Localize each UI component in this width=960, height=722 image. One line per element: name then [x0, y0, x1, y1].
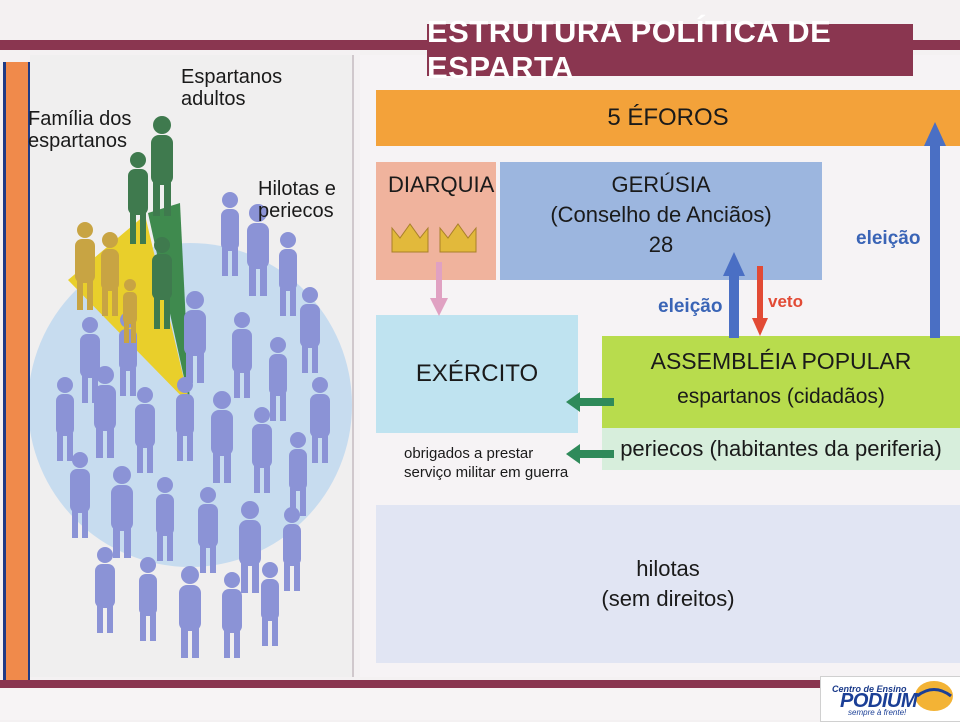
military-note-line1: obrigados a prestar	[404, 445, 534, 462]
diarquia-label: DIARQUIA	[388, 172, 495, 197]
periecos-label: periecos (habitantes da periferia)	[620, 436, 942, 461]
hilotas-sublabel: (sem direitos)	[601, 586, 735, 611]
diagram-title: ESTRUTURA POLÍTICA DE ESPARTA	[427, 14, 832, 85]
crowns-icon	[391, 223, 477, 253]
eforos-box: 5 ÉFOROS	[376, 90, 960, 146]
legend-espartanos: Espartanos adultos	[181, 66, 301, 110]
legend-espartanos-line2: adultos	[181, 88, 246, 110]
people-familia	[75, 222, 137, 343]
periecos-box: periecos (habitantes da periferia)	[602, 428, 960, 470]
legend-hilotas-line1: Hilotas e	[258, 178, 336, 200]
legend-espartanos-line1: Espartanos	[181, 66, 283, 88]
eforos-label: 5 ÉFOROS	[607, 104, 729, 131]
logo-top-text: Centro de Ensino	[832, 684, 907, 694]
legend-familia-line1: Família dos	[28, 108, 132, 130]
legend-hilotas: Hilotas e periecos	[258, 178, 348, 222]
logo-main-text: PODIUM	[840, 690, 918, 712]
gerusia-subtitle: (Conselho de Anciãos)	[550, 202, 772, 227]
footer-strip	[0, 688, 960, 720]
assembleia-title: ASSEMBLÉIA POPULAR	[650, 348, 912, 374]
slide-side-bar	[3, 62, 30, 720]
bottom-frame-bar	[0, 680, 960, 688]
population-pie-figure	[30, 116, 352, 658]
legend-familia: Família dos espartanos	[28, 108, 138, 152]
hilotas-label: hilotas	[636, 556, 700, 581]
globe-icon	[915, 681, 953, 711]
people-hilotas	[56, 192, 330, 658]
diagram-title-box: ESTRUTURA POLÍTICA DE ESPARTA	[427, 14, 913, 85]
logo-sub-text: sempre à frente!	[848, 708, 907, 717]
people-espartanos	[128, 116, 173, 329]
diarquia-box	[376, 162, 496, 280]
gerusia-number: 28	[648, 232, 674, 257]
assembleia-subtitle: espartanos (cidadãos)	[677, 385, 885, 408]
assembleia-box: ASSEMBLÉIA POPULAR espartanos (cidadãos)	[602, 336, 960, 428]
podium-logo	[820, 676, 960, 722]
legend-familia-line2: espartanos	[28, 130, 127, 152]
exercito-box: EXÉRCITO	[376, 315, 578, 433]
military-note-line2: serviço militar em guerra	[404, 464, 569, 481]
exercito-label: EXÉRCITO	[415, 360, 539, 387]
gerusia-box: GERÚSIA (Conselho de Anciãos) 28	[500, 162, 822, 280]
label-eleicao-eforos: eleição	[856, 228, 921, 249]
gerusia-title: GERÚSIA	[611, 172, 711, 197]
legend-hilotas-line2: periecos	[258, 200, 334, 222]
hilotas-box: hilotas (sem direitos)	[376, 505, 960, 663]
military-note: obrigados a prestar serviço militar em g…	[404, 444, 584, 482]
label-veto: veto	[768, 292, 803, 311]
label-eleicao-gerusia: eleição	[658, 296, 723, 317]
